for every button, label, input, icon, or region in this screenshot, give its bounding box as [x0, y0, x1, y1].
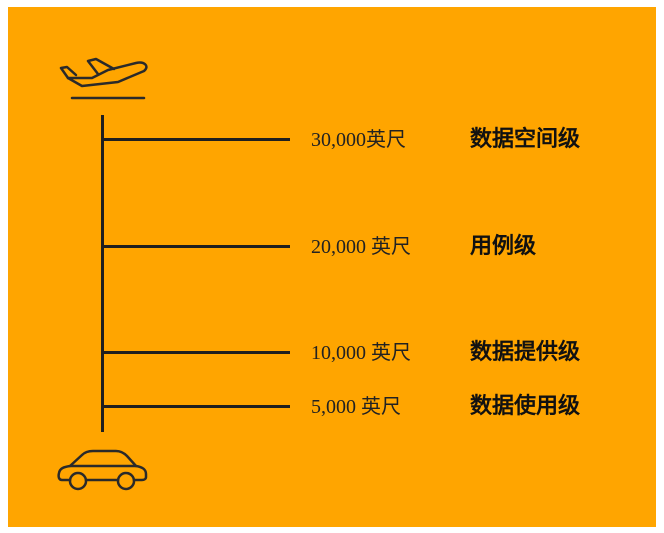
- level-altitude-label: 5,000 英尺: [311, 396, 401, 418]
- level-row: 10,000 英尺 数据提供级: [101, 338, 664, 368]
- level-altitude-label: 20,000 英尺: [311, 236, 411, 258]
- level-tick: [101, 138, 290, 141]
- level-altitude-label: 10,000 英尺: [311, 342, 411, 364]
- level-name-label: 数据提供级: [470, 340, 581, 365]
- level-tick: [101, 351, 290, 354]
- level-row: 20,000 英尺 用例级: [101, 232, 664, 262]
- airplane-icon: [59, 57, 148, 100]
- orange-panel: [8, 7, 656, 527]
- level-row: 5,000 英尺 数据使用级: [101, 392, 664, 422]
- level-tick: [101, 245, 290, 248]
- level-name-label: 数据使用级: [470, 394, 581, 419]
- altitude-axis-line: [101, 115, 104, 432]
- car-icon: [57, 449, 148, 491]
- level-row: 30,000英尺 数据空间级: [101, 125, 664, 155]
- level-name-label: 数据空间级: [470, 127, 581, 152]
- level-tick: [101, 405, 290, 408]
- level-altitude-label: 30,000英尺: [311, 129, 406, 151]
- level-name-label: 用例级: [470, 234, 537, 259]
